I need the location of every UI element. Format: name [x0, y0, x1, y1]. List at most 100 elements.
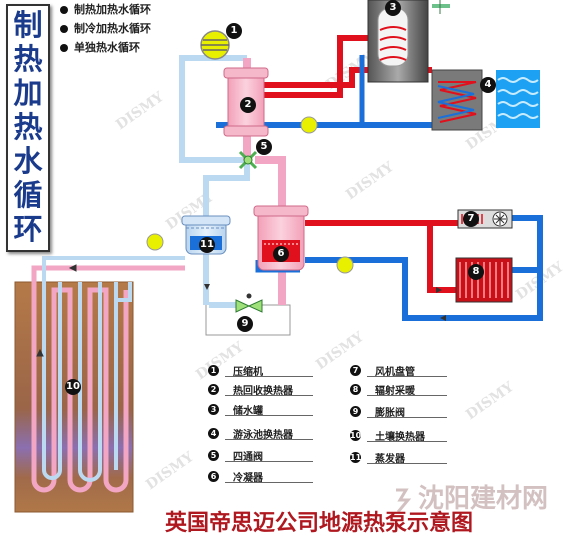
legend-rule	[225, 439, 313, 440]
legend-rule	[367, 395, 447, 396]
four-way-valve	[238, 150, 258, 170]
legend-rule	[225, 415, 313, 416]
refrigerant-pipe-cold	[203, 160, 250, 218]
legend-label: 辐射采暖	[375, 386, 415, 397]
pump-icon	[146, 233, 164, 251]
site-logo-icon	[396, 488, 412, 513]
vertical-title: 制 热 加 热 水 循 环	[6, 4, 50, 252]
legend-number: 3	[208, 404, 219, 415]
legend-label: 冷凝器	[233, 473, 263, 484]
radiant-heating	[455, 257, 513, 303]
bullet-icon	[60, 24, 68, 33]
ground-loop-pipes	[31, 256, 185, 493]
legend-rule	[367, 376, 447, 377]
legend-number: 7	[350, 365, 361, 376]
legend-label: 蒸发器	[375, 454, 405, 465]
tag-heat-recovery: 2	[240, 97, 256, 113]
legend-label: 压缩机	[233, 367, 263, 378]
watermark-label: 沈阳建材网	[418, 484, 549, 514]
circulation-pumps	[146, 116, 354, 274]
heating-supply-pipe	[305, 220, 458, 293]
legend-item: 6 冷凝器	[208, 469, 263, 484]
legend-label: 热回收换热器	[233, 386, 293, 397]
mode-label: 制冷加热水循环	[74, 22, 151, 35]
title-char: 水	[13, 144, 43, 178]
tag-fan-coil: 7	[463, 211, 479, 227]
mode-label: 制热加热水循环	[74, 3, 151, 16]
watermark-text: DISMY	[113, 88, 167, 133]
legend-number: 10	[350, 430, 362, 441]
title-char: 环	[13, 212, 43, 246]
legend-label: 土壤换热器	[375, 432, 425, 443]
water-storage-tank	[367, 0, 450, 83]
legend-number: 2	[208, 384, 219, 395]
tag-compressor: 1	[226, 23, 242, 39]
title-char: 制	[13, 8, 43, 42]
mode-item: 制冷加热水循环	[60, 19, 151, 38]
legend-item: 10 土壤换热器	[350, 428, 425, 443]
pump-icon	[336, 256, 354, 274]
legend-item: 4 游泳池换热器	[208, 426, 293, 441]
bullet-icon	[60, 5, 68, 14]
mode-item: 制热加热水循环	[60, 0, 151, 19]
flow-arrows	[36, 264, 77, 357]
legend-number: 6	[208, 471, 219, 482]
legend-rule	[225, 376, 313, 377]
tag-evaporator: 11	[199, 237, 215, 253]
tag-condenser: 6	[273, 246, 289, 262]
title-char: 热	[13, 42, 43, 76]
legend-number: 11	[350, 452, 362, 463]
title-char: 加	[13, 76, 43, 110]
compressor	[200, 30, 230, 60]
legend-item: 11 蒸发器	[350, 450, 405, 465]
watermark-text: DISMY	[463, 378, 517, 423]
tag-pool-exchanger: 4	[480, 77, 496, 93]
legend-rule	[225, 395, 313, 396]
tag-radiant-heating: 8	[468, 264, 484, 280]
legend-item: 7 风机盘管	[350, 363, 415, 378]
legend-label: 储水罐	[233, 406, 263, 417]
legend-rule	[367, 441, 447, 442]
legend-number: 5	[208, 450, 219, 461]
legend-label: 风机盘管	[375, 367, 415, 378]
bullet-icon	[60, 43, 68, 52]
mode-list: 制热加热水循环 制冷加热水循环 单独热水循环	[60, 0, 151, 57]
diagram-caption: 英国帝思迈公司地源热泵示意图	[165, 510, 474, 536]
legend-number: 9	[350, 406, 361, 417]
title-char: 热	[13, 110, 43, 144]
site-watermark: 沈阳建材网	[392, 478, 548, 515]
legend-rule	[225, 461, 313, 462]
legend-number: 1	[208, 365, 219, 376]
tag-water-tank: 3	[385, 0, 401, 16]
mode-label: 单独热水循环	[74, 41, 140, 54]
legend-label: 游泳池换热器	[233, 430, 293, 441]
legend-item: 2 热回收换热器	[208, 382, 293, 397]
refrigerant-pipe-cold	[203, 248, 236, 308]
watermark-text: DISMY	[343, 158, 397, 203]
tag-ground-exchanger: 10	[65, 379, 81, 395]
mode-item: 单独热水循环	[60, 38, 151, 57]
legend-label: 四通阀	[233, 452, 263, 463]
heating-return-pipe	[512, 215, 543, 270]
legend-rule	[225, 482, 313, 483]
legend-number: 8	[350, 384, 361, 395]
expansion-valve	[235, 293, 263, 313]
legend-item: 5 四通阀	[208, 448, 263, 463]
pool-heat-exchanger	[431, 69, 540, 131]
legend-item: 1 压缩机	[208, 363, 263, 378]
pipe-flow-arrows	[204, 284, 446, 321]
pump-icon	[300, 116, 318, 134]
watermark-text: DISMY	[143, 448, 197, 493]
tag-expansion-valve: 9	[237, 316, 253, 332]
legend-rule	[367, 417, 447, 418]
condenser	[253, 205, 309, 271]
refrigerant-pipe-hot	[255, 156, 286, 222]
tag-four-way-valve: 5	[256, 139, 272, 155]
legend-item: 3 储水罐	[208, 402, 263, 417]
legend-number: 4	[208, 428, 219, 439]
legend-item: 8 辐射采暖	[350, 382, 415, 397]
legend-rule	[367, 463, 447, 464]
